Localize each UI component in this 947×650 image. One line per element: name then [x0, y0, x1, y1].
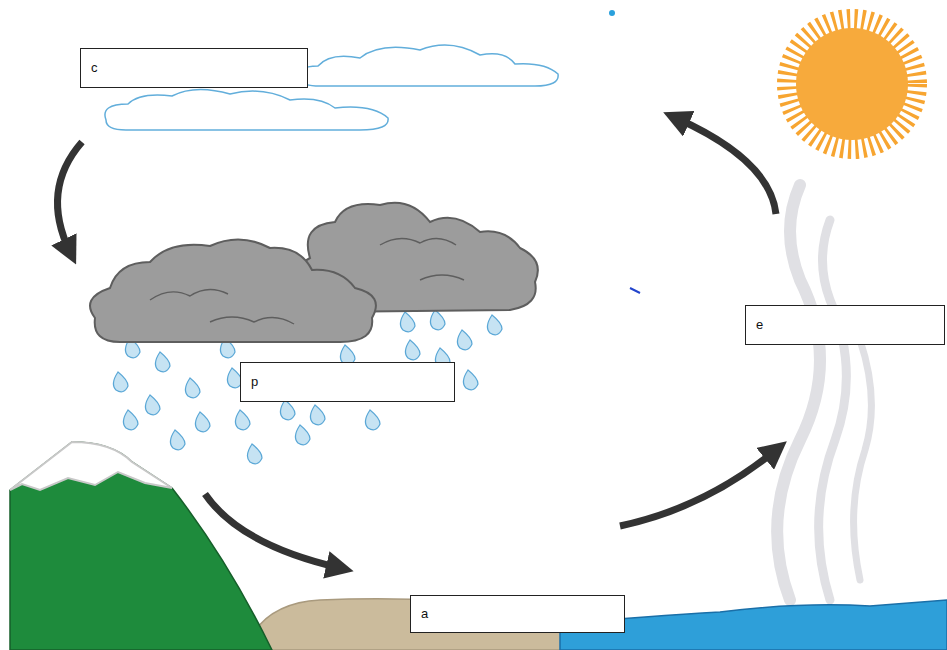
label-letter: p	[251, 374, 258, 390]
sun	[790, 22, 914, 146]
rain-cloud	[90, 203, 538, 342]
snowcap	[10, 442, 172, 490]
steam	[777, 185, 871, 600]
label-letter: e	[756, 317, 763, 333]
mountain	[10, 442, 272, 650]
light-cloud	[299, 45, 558, 86]
label-box: c	[80, 48, 308, 88]
cycle-arrow	[58, 118, 777, 568]
label-letter: c	[91, 60, 98, 76]
stray-mark	[630, 288, 640, 293]
stray-mark	[609, 10, 615, 16]
light-cloud	[105, 89, 388, 130]
label-box: a	[410, 595, 625, 633]
label-box: e	[745, 305, 945, 345]
label-letter: a	[421, 606, 428, 622]
label-box: p	[240, 362, 455, 402]
